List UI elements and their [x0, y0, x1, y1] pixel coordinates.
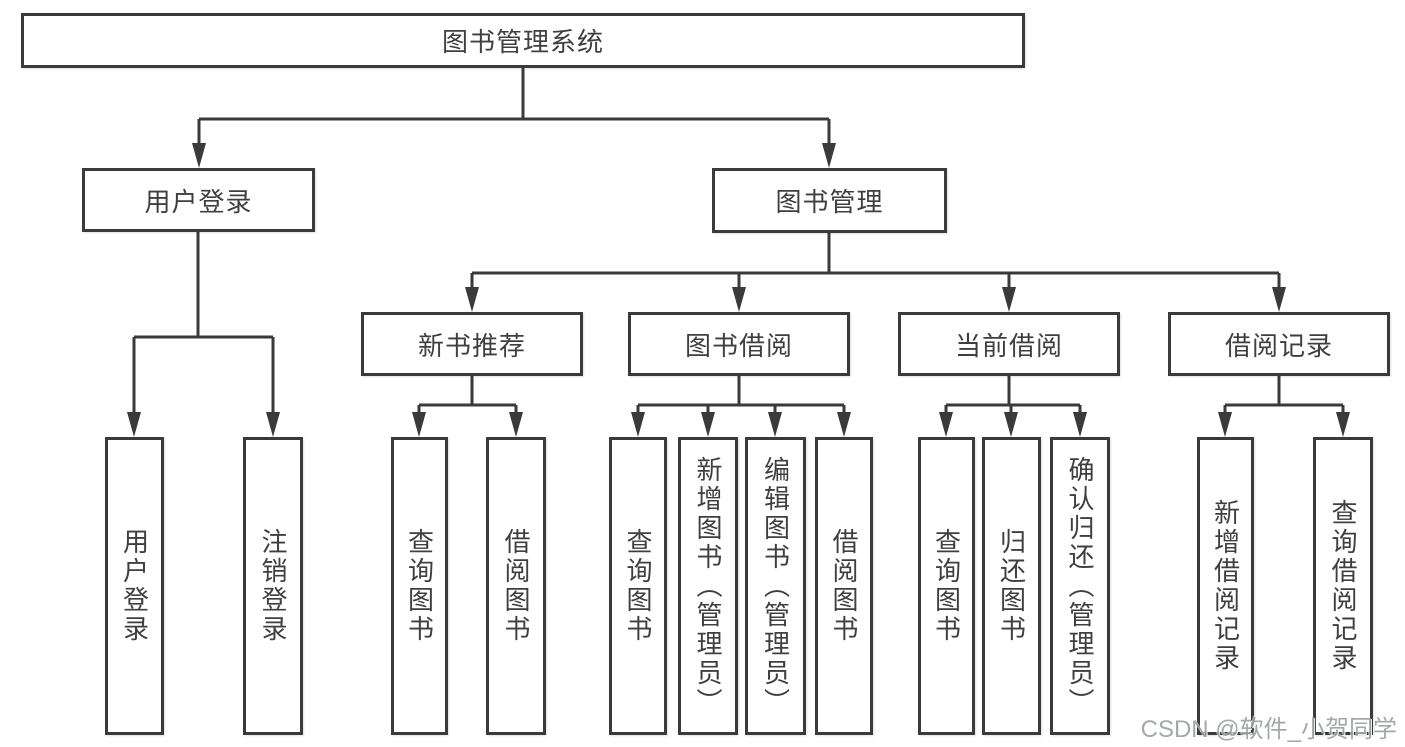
node-book-management-system: 图书管理系统 — [21, 13, 1025, 68]
arrow-down-icon — [266, 412, 280, 437]
node-user-login: 用户登录 — [82, 168, 315, 232]
node-book-management: 图书管理 — [712, 168, 947, 233]
arrow-down-icon — [768, 412, 782, 437]
node-edit-books-admin: 编辑图书（管理员） — [745, 437, 806, 735]
arrow-down-icon — [732, 287, 746, 312]
node-borrow-record: 借阅记录 — [1168, 312, 1390, 376]
arrow-down-icon — [1272, 287, 1286, 312]
node-add-borrow-record: 新增借阅记录 — [1197, 437, 1254, 735]
arrow-down-icon — [631, 412, 645, 437]
arrow-down-icon — [192, 143, 206, 168]
node-query-books-current: 查询图书 — [918, 437, 975, 735]
node-logout-leaf: 注销登录 — [243, 437, 303, 735]
connector-current-borrow-branch — [944, 376, 1082, 416]
arrow-down-icon — [822, 143, 836, 168]
node-book-borrow: 图书借阅 — [628, 312, 850, 376]
node-user-login-leaf: 用户登录 — [105, 437, 164, 735]
node-new-book-recommend: 新书推荐 — [361, 312, 583, 376]
connector-borrow-record-branch — [1223, 376, 1345, 416]
arrow-down-icon — [1218, 412, 1232, 437]
node-query-borrow-record: 查询借阅记录 — [1313, 437, 1373, 735]
arrow-down-icon — [1004, 412, 1018, 437]
arrow-down-icon — [1002, 287, 1016, 312]
node-borrow-books-recommend: 借阅图书 — [486, 437, 546, 735]
arrow-down-icon — [837, 412, 851, 437]
node-return-books: 归还图书 — [982, 437, 1041, 735]
connector-new-book-branch — [417, 376, 518, 416]
connector-book-management-branch — [470, 233, 1281, 291]
arrow-down-icon — [701, 412, 715, 437]
node-current-borrow: 当前借阅 — [898, 312, 1120, 376]
connector-user-login-branch — [132, 232, 275, 416]
node-borrow-books-leaf: 借阅图书 — [815, 437, 873, 735]
node-confirm-return-admin: 确认归还（管理员） — [1050, 437, 1110, 735]
connector-root-to-level2 — [197, 68, 831, 147]
node-query-books-borrow: 查询图书 — [609, 437, 667, 735]
arrow-down-icon — [465, 287, 479, 312]
connector-book-borrow-branch — [636, 376, 846, 416]
node-add-books-admin: 新增图书（管理员） — [678, 437, 738, 735]
arrow-down-icon — [1073, 412, 1087, 437]
arrow-heads — [127, 143, 1350, 437]
arrow-down-icon — [509, 412, 523, 437]
csdn-watermark: CSDN @软件_小贺同学 — [1140, 716, 1397, 743]
arrow-down-icon — [127, 412, 141, 437]
arrow-down-icon — [1336, 412, 1350, 437]
node-query-books-recommend: 查询图书 — [391, 437, 448, 735]
arrow-down-icon — [939, 412, 953, 437]
arrow-down-icon — [412, 412, 426, 437]
